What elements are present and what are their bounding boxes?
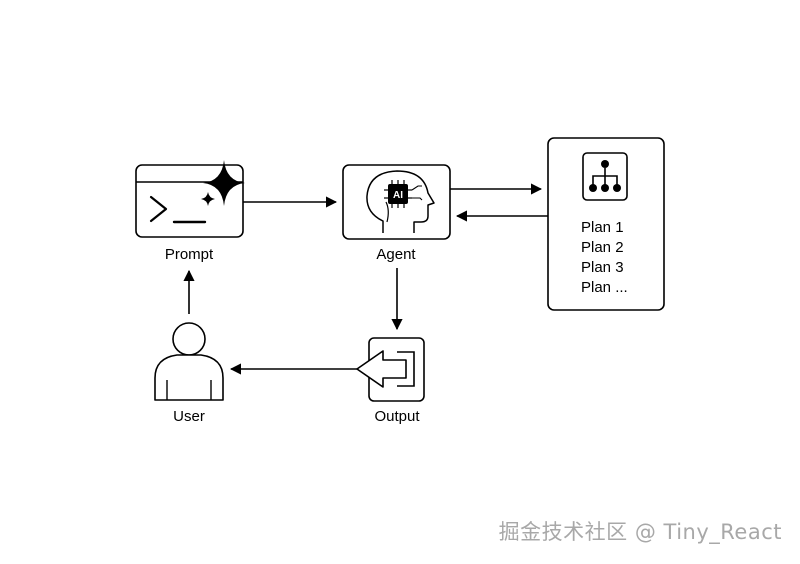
- user-node: User: [154, 322, 224, 425]
- user-label: User: [173, 408, 205, 425]
- output-arrow-icon: [356, 337, 425, 402]
- prompt-node: Prompt: [135, 160, 245, 263]
- watermark: 掘金技术社区 @ Tiny_React: [498, 520, 782, 544]
- plan-item-2: Plan 2: [581, 239, 624, 256]
- ai-head-icon: AI: [342, 164, 451, 240]
- hierarchy-icon: [582, 152, 628, 201]
- agent-label: Agent: [376, 246, 416, 263]
- terminal-sparkle-icon: [135, 160, 245, 238]
- prompt-label: Prompt: [165, 246, 214, 263]
- agent-node: AI Agent: [342, 164, 451, 263]
- connectors: [183, 183, 548, 375]
- plan-item-3: Plan 3: [581, 259, 624, 276]
- user-icon: [154, 322, 224, 401]
- plan-item-4: Plan ...: [581, 279, 628, 296]
- output-label: Output: [374, 408, 420, 425]
- plan-node: Plan 1 Plan 2 Plan 3 Plan ...: [547, 137, 665, 311]
- plan-item-1: Plan 1: [581, 219, 624, 236]
- ai-chip-text: AI: [393, 190, 403, 201]
- output-node: Output: [356, 337, 425, 425]
